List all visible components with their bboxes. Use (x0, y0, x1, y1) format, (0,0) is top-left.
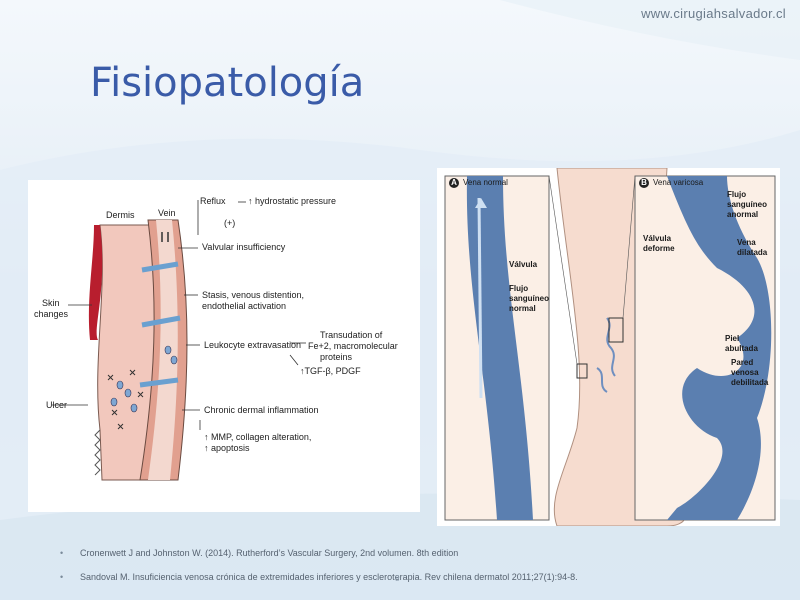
label-dermis: Dermis (106, 210, 135, 220)
label-stasis: Stasis, venous distention, (202, 290, 305, 300)
panel-a-title: Vena normal (463, 178, 508, 187)
label-flujo-normal-2: sanguíneo (509, 294, 550, 303)
label-plus: (+) (224, 218, 236, 228)
label-valvula-deforme-2: deforme (643, 244, 675, 253)
reference-item: • Cronenwett J and Johnston W. (2014). R… (60, 548, 780, 558)
label-skin: Skin (42, 298, 60, 308)
label-valvula: Válvula (509, 260, 538, 269)
label-flujo-anormal-1: Flujo (727, 190, 747, 199)
site-url: www.cirugiahsalvador.cl (641, 6, 786, 21)
label-apoptosis: ↑ apoptosis (204, 443, 250, 453)
label-hydrostatic-pressure: ↑ hydrostatic pressure (248, 196, 337, 206)
label-piel-abultada-2: abultada (725, 344, 758, 353)
label-fe: Fe+2, macromolecular (308, 341, 398, 351)
label-vein: Vein (158, 208, 176, 218)
slide-title: Fisiopatología (90, 60, 365, 106)
label-flujo-normal-3: normal (509, 304, 536, 313)
label-vena-dilatada-2: dilatada (737, 248, 768, 257)
label-pared-3: debilitada (731, 378, 769, 387)
label-pared-1: Pared (731, 358, 754, 367)
label-vena-dilatada-1: Vena (737, 238, 756, 247)
label-ulcer: Ulcer (46, 400, 68, 410)
label-changes: changes (34, 309, 69, 319)
label-tgf: ↑TGF-β, PDGF (300, 366, 361, 376)
panel-b-letter: B (639, 178, 649, 188)
label-proteins: proteins (320, 352, 353, 362)
label-mmp: ↑ MMP, collagen alteration, (204, 432, 312, 442)
references-list: • Cronenwett J and Johnston W. (2014). R… (60, 548, 780, 596)
bullet-icon: • (60, 572, 64, 582)
label-transudation: Transudation of (320, 330, 383, 340)
label-reflux: Reflux (200, 196, 226, 206)
bullet-icon: • (60, 548, 64, 558)
label-flujo-normal-1: Flujo (509, 284, 529, 293)
label-chronic-inflammation: Chronic dermal inflammation (204, 405, 319, 415)
varicose-vein-illustration: A Vena normal B Vena varicosa Válvula Fl… (437, 168, 780, 526)
label-valvular-insufficiency: Valvular insufficiency (202, 242, 286, 252)
label-piel-abultada-1: Piel (725, 334, 740, 343)
page-number: 8 (395, 574, 400, 583)
panel-a-letter: A (449, 178, 459, 188)
pathophysiology-illustration (52, 200, 306, 481)
reference-text: Sandoval M. Insuficiencia venosa crónica… (80, 572, 578, 582)
label-flujo-anormal-2: sanguíneo (727, 200, 768, 209)
varicose-leg-drawing (444, 168, 776, 526)
label-flujo-anormal-3: anormal (727, 210, 759, 219)
label-valvula-deforme-1: Válvula (643, 234, 672, 243)
label-pared-2: venosa (731, 368, 759, 377)
reference-item: • Sandoval M. Insuficiencia venosa cróni… (60, 572, 780, 582)
panel-b-title: Vena varicosa (653, 178, 704, 187)
pathophysiology-diagram: Dermis Vein Reflux ↑ hydrostatic pressur… (28, 180, 420, 512)
reference-text: Cronenwett J and Johnston W. (2014). Rut… (80, 548, 459, 558)
label-endothelial: endothelial activation (202, 301, 287, 311)
label-leukocyte-extravasation: Leukocyte extravasation (204, 340, 302, 350)
